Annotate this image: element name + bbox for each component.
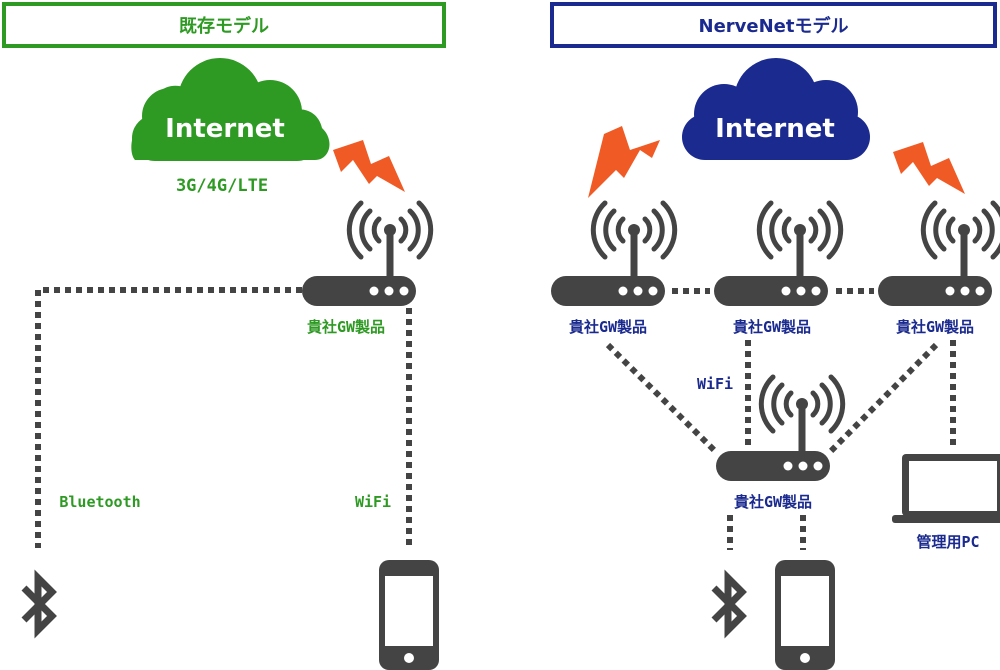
right-smartphone-icon [775,560,835,670]
right-cloud-icon [682,58,870,160]
left-bluetooth-label: Bluetooth [59,493,141,511]
left-antenna-icon [349,203,430,280]
left-router-icon [302,276,416,306]
right-gw2-router-icon [714,276,828,306]
right-lightning-right-icon [893,142,965,194]
existing-model-title: 既存モデル [2,2,446,48]
right-gw2-antenna-icon [759,203,840,280]
left-cloud-icon [131,58,330,161]
left-network-label: 3G/4G/LTE [175,176,269,196]
pc-label: 管理用PC [916,533,980,551]
right-gw4-router-icon [716,451,830,481]
left-gateway-label: 貴社GW製品 [306,318,386,336]
left-bluetooth-icon [24,578,52,630]
right-wifi-label: WiFi [696,375,734,393]
left-cloud-label: Internet [165,114,285,144]
right-gw3-antenna-icon [923,203,1000,280]
right-gw3-router-icon [878,276,992,306]
right-gw4-label: 貴社GW製品 [733,493,813,511]
left-wifi-label: WiFi [354,493,392,511]
right-cloud-label: Internet [715,114,835,144]
right-gw3-label: 貴社GW製品 [895,318,975,336]
nervenet-model-title: NerveNetモデル [550,2,997,48]
laptop-icon [892,454,1000,523]
left-smartphone-icon [379,560,439,670]
left-bluetooth-link [35,287,302,548]
right-mesh-links [605,288,956,550]
right-gw1-router-icon [551,276,665,306]
right-gw1-label: 貴社GW製品 [568,318,648,336]
right-lightning-left-icon [588,126,660,198]
right-gw1-antenna-icon [593,203,674,280]
left-lightning-icon [333,140,405,192]
right-gw4-antenna-icon [761,377,842,454]
right-bluetooth-icon [714,578,742,630]
right-gw2-label: 貴社GW製品 [732,318,812,336]
